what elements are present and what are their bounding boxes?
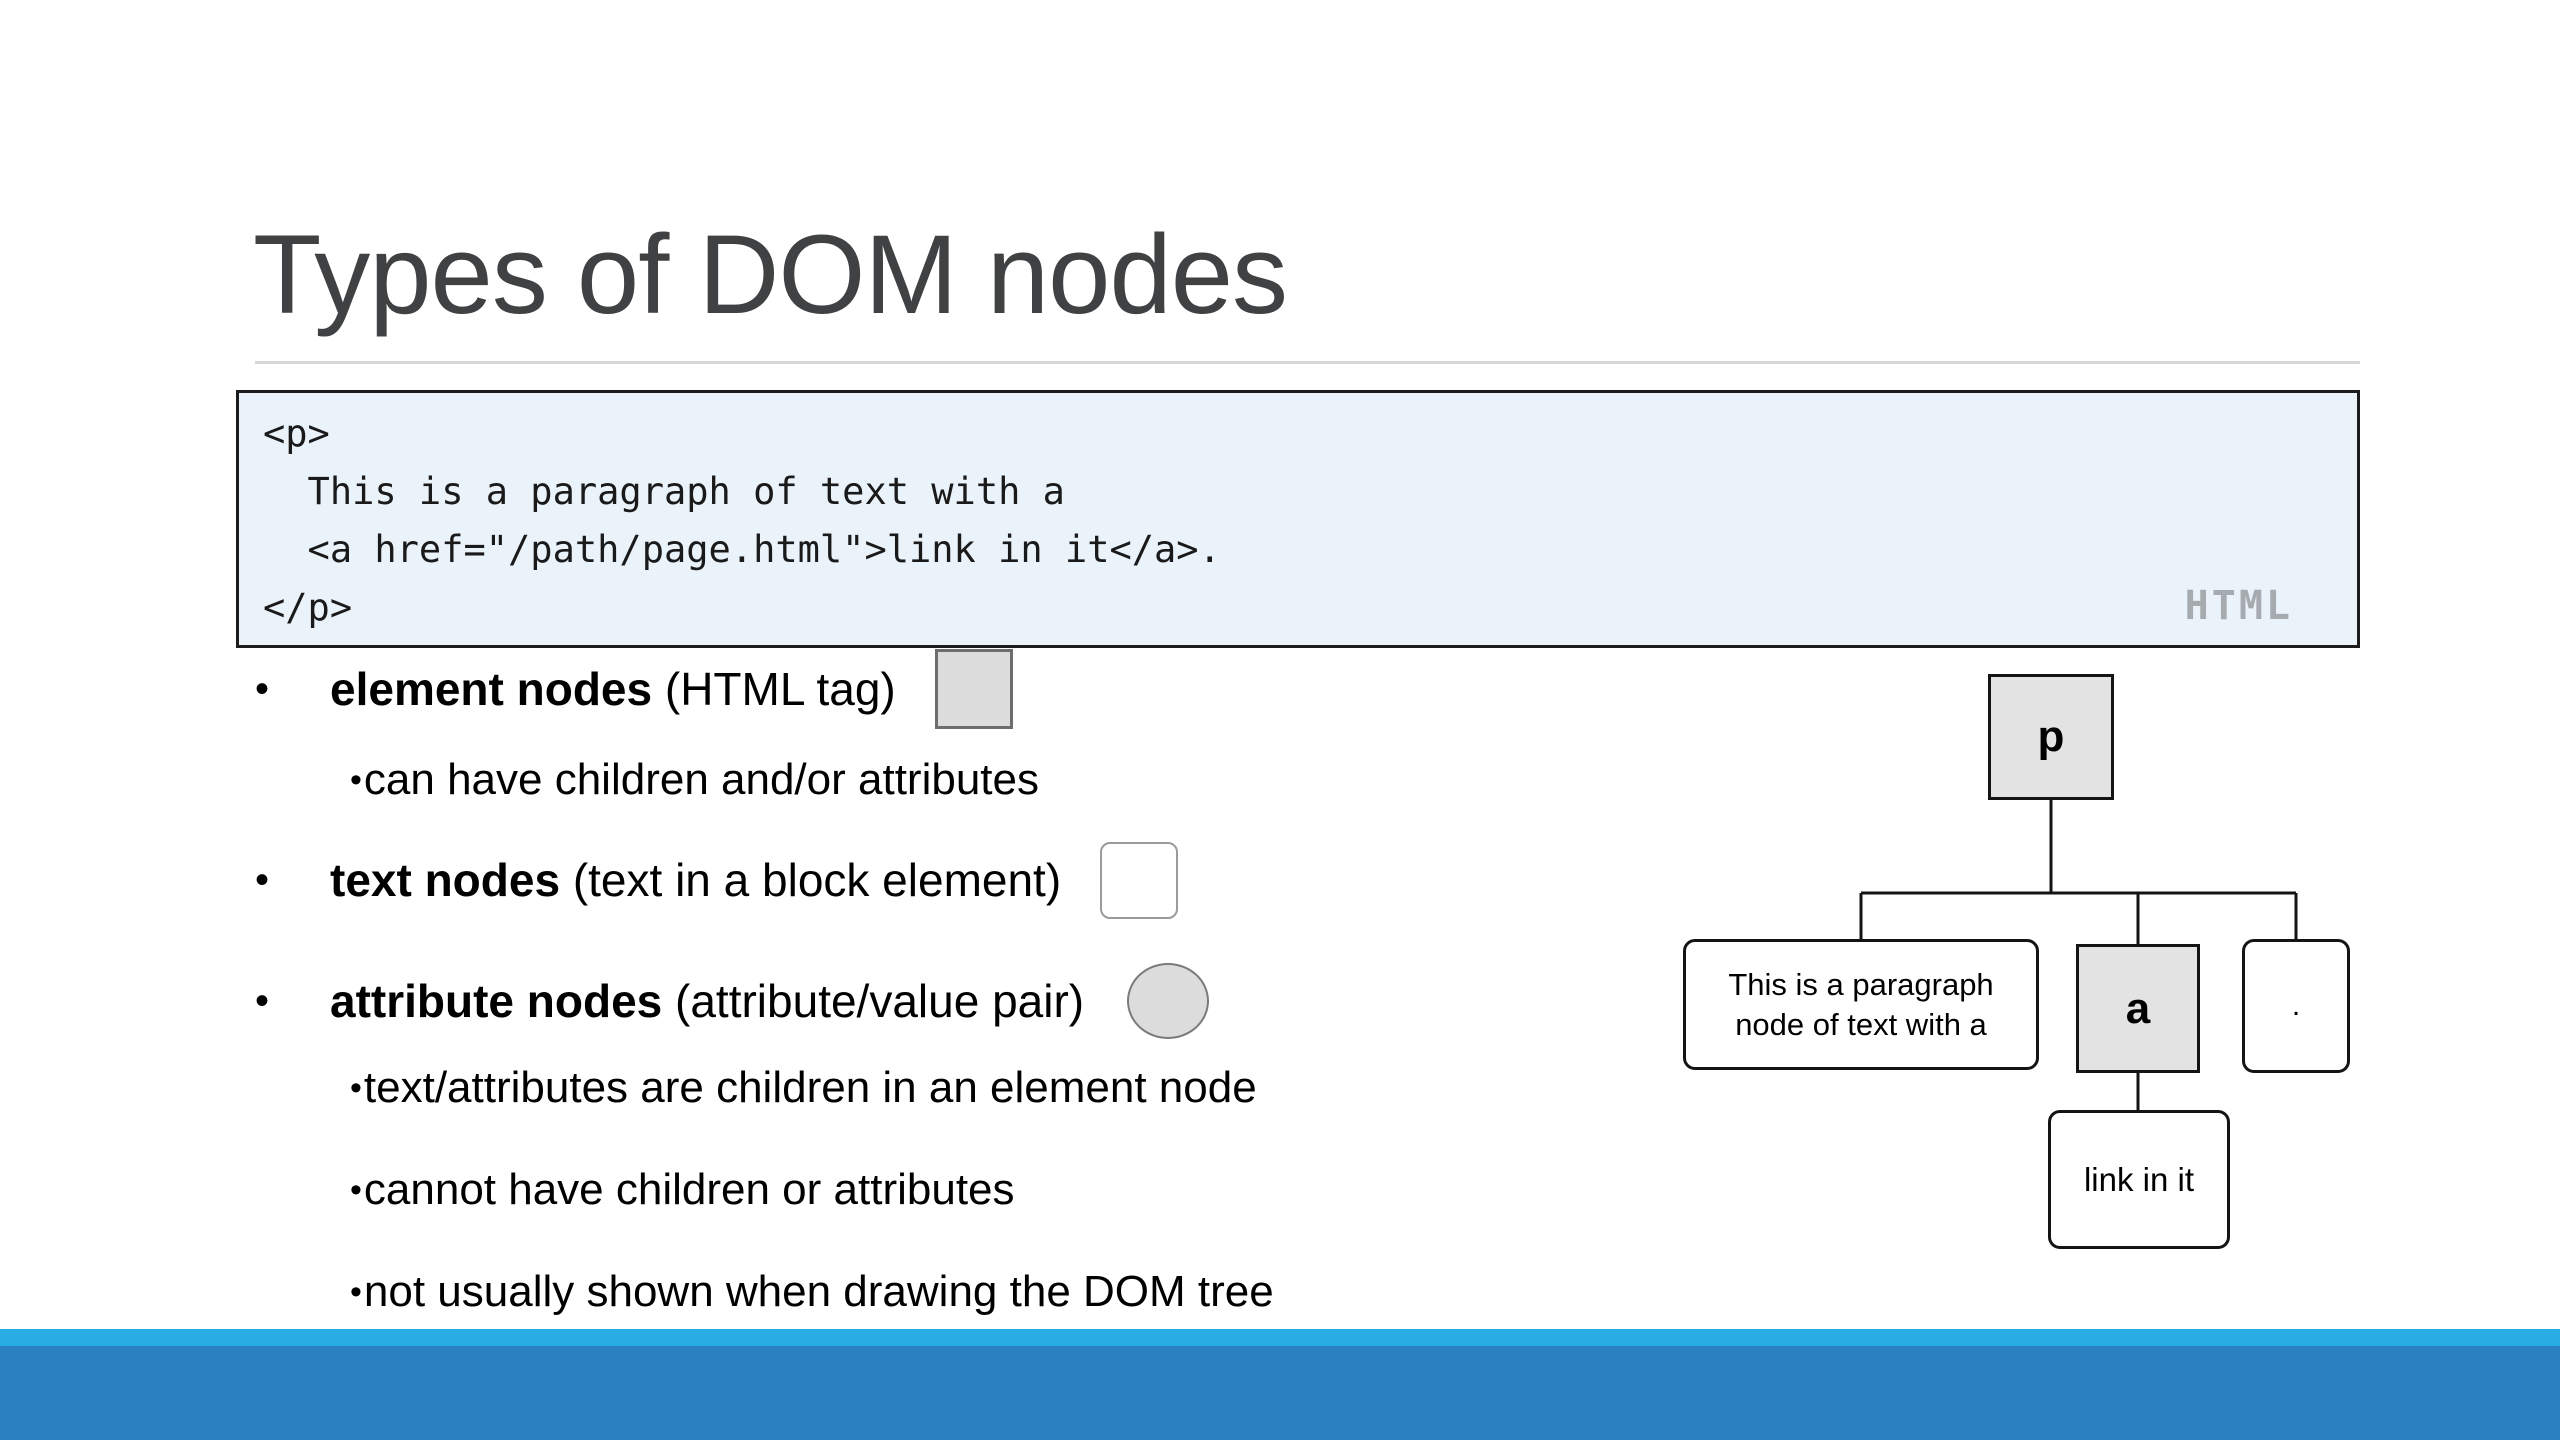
tree-node-link-text: link in it bbox=[2048, 1110, 2230, 1249]
subbullet-text: cannot have children or attributes bbox=[363, 1165, 1015, 1214]
bullet-element-nodes: • element nodes (HTML tag) bbox=[255, 645, 1013, 733]
footer-bar-light-blue bbox=[0, 1329, 2560, 1346]
subbullet-text: text/attributes are children in an eleme… bbox=[363, 1063, 1257, 1112]
code-line: <p> bbox=[263, 412, 330, 455]
bullet-marker: • bbox=[255, 666, 270, 711]
tree-node-label: link in it bbox=[2083, 1160, 2195, 1198]
code-line: </p> bbox=[263, 586, 353, 629]
tree-node-period: . bbox=[2242, 939, 2350, 1073]
bullet-marker: • bbox=[350, 1170, 362, 1209]
tree-node-label: . bbox=[2291, 989, 2301, 1022]
bullet-text-nodes: • text nodes (text in a block element) bbox=[255, 838, 1178, 922]
tree-node-label: This is a paragraph node of text with a bbox=[1728, 965, 1993, 1045]
bullet-marker: • bbox=[350, 1272, 362, 1311]
subbullet-text: can have children and/or attributes bbox=[363, 755, 1039, 804]
tree-text-line2: node of text with a bbox=[1735, 1006, 1987, 1042]
bullet-attribute-nodes: • attribute nodes (attribute/value pair) bbox=[255, 958, 1209, 1044]
subbullet-attribute-3: •not usually shown when drawing the DOM … bbox=[350, 1267, 1274, 1317]
slide-title: Types of DOM nodes bbox=[253, 212, 1288, 337]
bullet-marker: • bbox=[255, 857, 270, 902]
bullet-term: text nodes bbox=[330, 854, 561, 906]
bullet-desc: (HTML tag) bbox=[652, 663, 909, 715]
text-node-square-icon bbox=[1099, 841, 1178, 919]
bullet-marker: • bbox=[255, 978, 270, 1023]
tree-text-line1: This is a paragraph bbox=[1728, 966, 1994, 1002]
subbullet-attribute-1: •text/attributes are children in an elem… bbox=[350, 1063, 1257, 1113]
tree-node-label: p bbox=[2037, 712, 2065, 761]
tree-node-label: a bbox=[2125, 983, 2151, 1033]
bullet-desc: (text in a block element) bbox=[560, 854, 1074, 906]
element-node-square-icon bbox=[934, 649, 1013, 729]
html-code-snippet: <p> This is a paragraph of text with a <… bbox=[236, 390, 2360, 648]
code-line: This is a paragraph of text with a bbox=[263, 470, 1065, 513]
attribute-node-circle-icon bbox=[1126, 963, 1209, 1039]
title-divider bbox=[255, 361, 2360, 364]
subbullet-element-1: •can have children and/or attributes bbox=[350, 755, 1039, 805]
bullet-marker: • bbox=[350, 760, 362, 799]
bullet-desc: (attribute/value pair) bbox=[662, 975, 1097, 1027]
dom-tree-connectors bbox=[1859, 800, 2298, 1110]
bullet-term: element nodes bbox=[330, 663, 653, 715]
bullet-term: attribute nodes bbox=[330, 975, 663, 1027]
code-line: <a href="/path/page.html">link in it</a>… bbox=[263, 528, 1221, 571]
tree-node-p: p bbox=[1988, 674, 2114, 800]
bullet-marker: • bbox=[350, 1068, 362, 1107]
language-badge: HTML bbox=[2184, 583, 2293, 629]
subbullet-attribute-2: •cannot have children or attributes bbox=[350, 1165, 1015, 1215]
code-text: <p> This is a paragraph of text with a <… bbox=[263, 405, 1221, 637]
tree-node-a: a bbox=[2076, 944, 2200, 1073]
subbullet-text: not usually shown when drawing the DOM t… bbox=[363, 1267, 1274, 1316]
footer-bar-dark-blue bbox=[0, 1346, 2560, 1440]
tree-node-text: This is a paragraph node of text with a bbox=[1683, 939, 2039, 1070]
